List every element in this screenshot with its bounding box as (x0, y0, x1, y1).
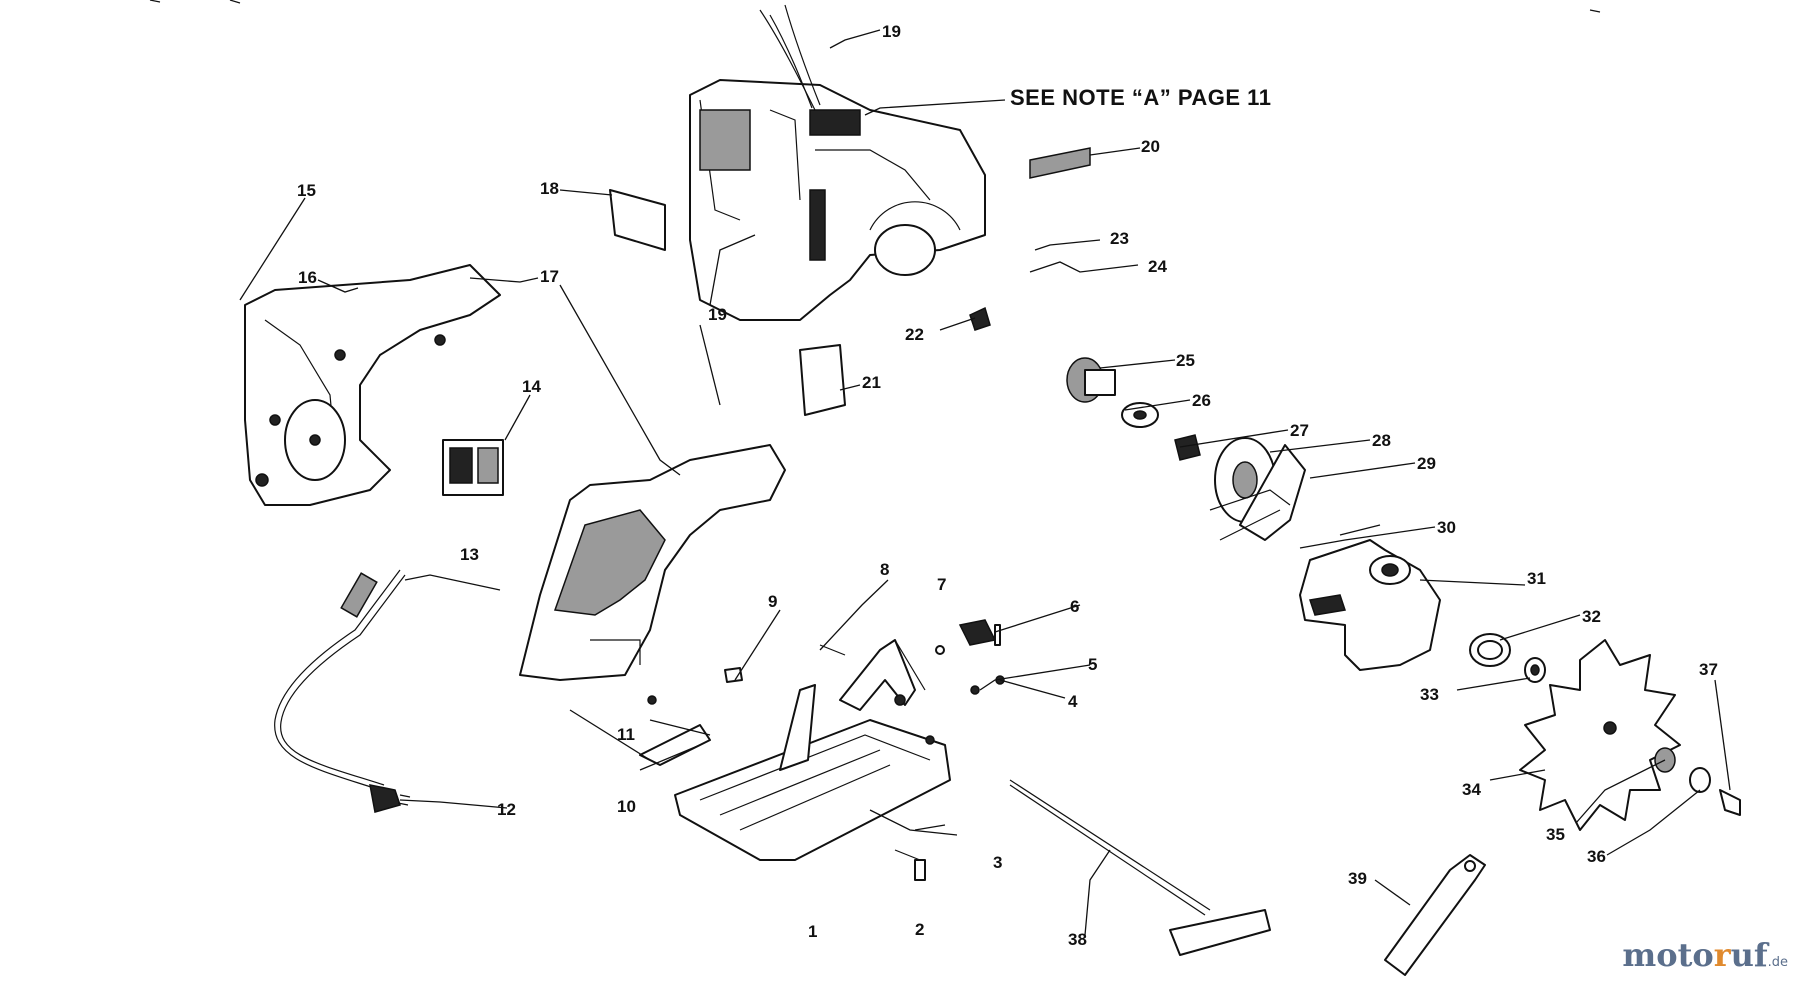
label-1: 1 (808, 922, 817, 941)
label-26: 26 (1192, 391, 1211, 410)
handle-half-left (244, 264, 501, 506)
label-31: 31 (1527, 569, 1546, 588)
top-edge-marks (149, 0, 1601, 13)
label-8: 8 (880, 560, 889, 579)
label-27: 27 (1290, 421, 1309, 440)
part-labels: SEE NOTE “A” PAGE 11 1 2 3 4 5 6 7 8 9 1… (297, 22, 1718, 949)
label-29: 29 (1417, 454, 1436, 473)
gear-assembly (969, 306, 1306, 541)
label-36: 36 (1587, 847, 1606, 866)
label-15: 15 (297, 181, 316, 200)
label-9: 9 (768, 592, 777, 611)
label-24: 24 (1148, 257, 1167, 276)
label-34: 34 (1462, 780, 1481, 799)
watermark-part-2: r (1713, 936, 1731, 974)
label-13: 13 (460, 545, 479, 564)
switch (442, 439, 504, 496)
label-6: 6 (1070, 597, 1079, 616)
label-11: 11 (617, 725, 635, 744)
label-3: 3 (993, 853, 1002, 872)
power-cord (274, 569, 411, 813)
label-23: 23 (1110, 229, 1129, 248)
label-35: 35 (1546, 825, 1565, 844)
label-plates (609, 147, 1091, 416)
leader-lines (239, 29, 1731, 936)
label-28: 28 (1372, 431, 1391, 450)
lower-guard (1299, 524, 1441, 671)
label-19-bottom: 19 (708, 305, 727, 324)
label-20: 20 (1141, 137, 1160, 156)
label-2: 2 (915, 920, 924, 939)
label-4: 4 (1068, 692, 1078, 711)
label-25: 25 (1176, 351, 1195, 370)
label-38: 38 (1068, 930, 1087, 949)
blade-wrench (1384, 854, 1486, 976)
motoruf-watermark: motoruf.de (1622, 936, 1788, 974)
label-7: 7 (937, 575, 946, 594)
label-18: 18 (540, 179, 559, 198)
label-12: 12 (497, 800, 516, 819)
small-fasteners (639, 619, 1005, 881)
motor-housing (689, 4, 986, 321)
label-21: 21 (862, 373, 881, 392)
label-19-top: 19 (882, 22, 901, 41)
watermark-tld: .de (1767, 955, 1788, 970)
label-37: 37 (1699, 660, 1718, 679)
label-5: 5 (1088, 655, 1097, 674)
base-plate (674, 639, 951, 861)
label-33: 33 (1420, 685, 1439, 704)
label-10: 10 (617, 797, 636, 816)
label-32: 32 (1582, 607, 1601, 626)
label-16: 16 (298, 268, 317, 287)
saw-blade (1469, 633, 1741, 831)
rip-fence (1009, 779, 1271, 956)
label-17: 17 (540, 267, 559, 286)
label-22: 22 (905, 325, 924, 344)
note-text: SEE NOTE “A” PAGE 11 (1010, 85, 1271, 110)
label-14: 14 (522, 377, 541, 396)
label-39: 39 (1348, 869, 1367, 888)
label-30: 30 (1437, 518, 1456, 537)
watermark-part-3: uf (1730, 936, 1768, 974)
watermark-part-1: moto (1622, 936, 1714, 974)
handle-half-right (519, 444, 786, 681)
